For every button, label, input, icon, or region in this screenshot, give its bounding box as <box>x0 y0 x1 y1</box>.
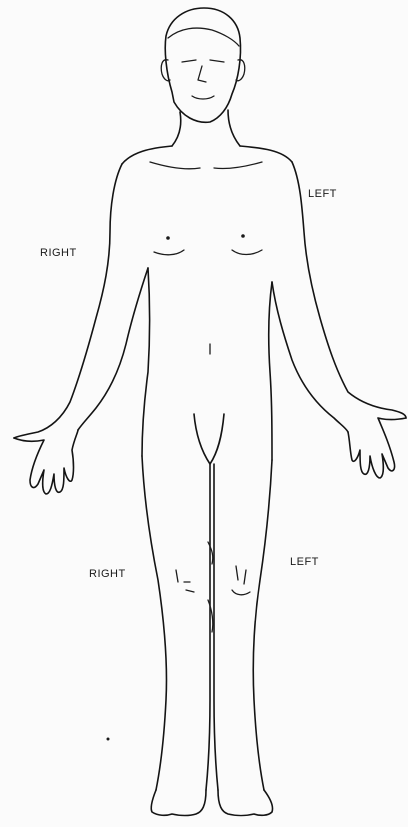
right-nipple <box>166 236 170 240</box>
head <box>161 8 245 122</box>
nose <box>198 66 206 82</box>
left-leg-inner <box>214 464 218 790</box>
left-eye <box>210 60 224 62</box>
label-right-upper: RIGHT <box>40 247 77 259</box>
right-hand <box>14 430 78 494</box>
label-left-upper: LEFT <box>308 188 337 200</box>
torso-right-side <box>142 268 150 456</box>
left-leg-outer <box>253 460 272 790</box>
shoulder-line-right <box>122 146 172 164</box>
left-arm-outer <box>292 162 406 418</box>
torso-left-side <box>269 282 272 460</box>
left-pectoral <box>232 250 262 255</box>
left-foot <box>218 790 273 816</box>
left-arm-inner <box>272 282 348 432</box>
collarbone <box>150 162 262 169</box>
head-outline <box>165 8 240 122</box>
label-right-lower: RIGHT <box>89 568 126 580</box>
stray-dot <box>107 738 110 741</box>
right-knee-mark <box>176 570 194 592</box>
left-knee-mark <box>232 566 250 595</box>
hair-line <box>168 28 239 46</box>
right-leg-outer <box>142 456 167 790</box>
right-arm-inner <box>78 268 148 430</box>
label-left-lower: LEFT <box>290 556 319 568</box>
right-foot <box>151 790 206 816</box>
left-hand <box>348 418 406 478</box>
groin <box>194 414 224 464</box>
right-leg-inner <box>206 464 210 790</box>
neck-left <box>228 110 240 146</box>
shoulder-line-left <box>240 146 292 162</box>
mouth <box>192 96 214 99</box>
right-eye <box>182 60 196 62</box>
left-nipple <box>241 234 245 238</box>
right-pectoral <box>154 250 184 255</box>
neck-right <box>172 112 181 146</box>
right-arm-outer <box>14 164 122 438</box>
